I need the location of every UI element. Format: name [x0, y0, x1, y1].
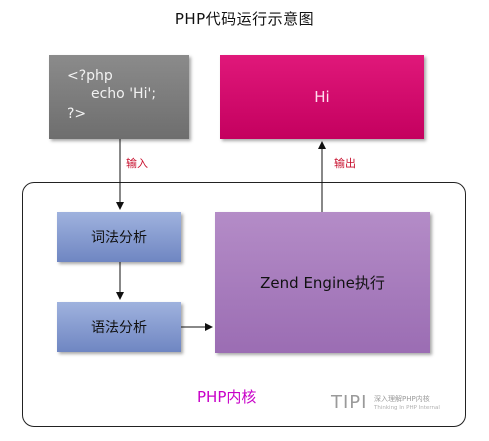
output-edge-label: 输出	[334, 157, 356, 170]
diagram-title: PHP代码运行示意图	[174, 10, 315, 28]
tipi-subtitle-en: Thinking In PHP Internal	[374, 405, 440, 411]
lexical-analysis-box: 词法分析	[57, 212, 181, 262]
tipi-subtitle-cn: 深入理解PHP内核	[374, 395, 430, 403]
code-line-close-tag: ?>	[67, 106, 87, 122]
kernel-label: PHP内核	[197, 388, 257, 406]
output-box: Hi	[220, 55, 424, 139]
input-edge-label: 输入	[126, 157, 148, 170]
php-code-box: <?php echo 'Hi'; ?>	[49, 55, 189, 139]
code-line-open-tag: <?php	[67, 68, 113, 84]
code-line-echo: echo 'Hi';	[91, 86, 157, 102]
syntax-analysis-box: 语法分析	[57, 302, 181, 352]
zend-engine-box: Zend Engine执行	[215, 212, 430, 353]
tipi-logo: TIPI	[331, 392, 368, 413]
